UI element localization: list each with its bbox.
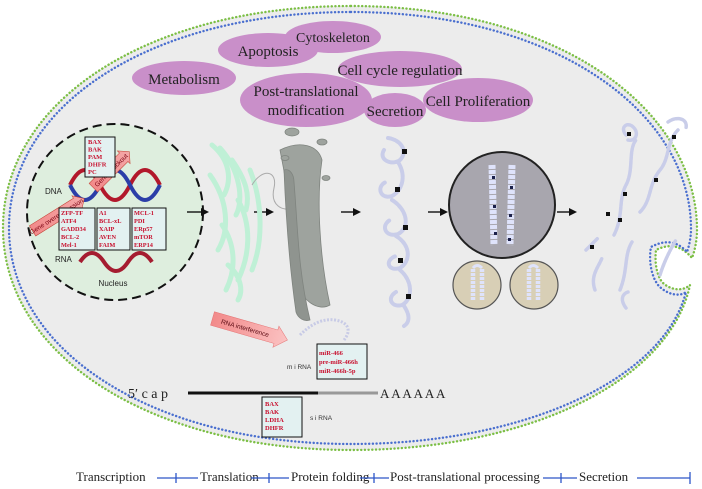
gene-box-left-item: Mel-1 <box>61 242 77 249</box>
arrow-head <box>353 208 361 216</box>
gene-box-top: BAX BAK PAM DHFR PC <box>84 136 116 178</box>
bubble-post-translational <box>240 73 372 127</box>
timeline-protein-folding: Protein folding <box>291 469 370 484</box>
bubble-post-translational-line2: modification <box>268 103 345 119</box>
daughter-cell-right <box>509 260 559 310</box>
daughter-cell-left <box>452 260 502 310</box>
arrow-head <box>266 208 274 216</box>
cell-cytoplasm <box>3 6 697 450</box>
process-timeline: Transcription Translation Protein foldin… <box>76 469 691 484</box>
mirna-box-item: miR-466 <box>319 350 344 357</box>
gene-box-left-item: ZFP-TF <box>61 210 83 217</box>
rna-label: RNA <box>55 255 73 264</box>
mirna-box-item: pre-miR-466h <box>319 359 358 366</box>
gene-box-top-item: DHFR <box>88 162 107 169</box>
sirna-box-item: LDHA <box>265 417 284 424</box>
gene-box-mid-item: FAIM <box>99 242 115 249</box>
timeline-post-translational: Post-translational processing <box>390 469 540 484</box>
endoplasmic-reticulum <box>207 142 263 303</box>
gene-box-left-item: ATF4 <box>61 218 77 225</box>
timeline-transcription: Transcription <box>76 469 146 484</box>
bubble-proliferation-label: Cell Proliferation <box>426 94 531 110</box>
chromatid <box>506 164 516 246</box>
mrna-5-cap: 5′ c a p <box>128 387 168 402</box>
gene-overexpression-arrow <box>29 195 85 237</box>
bubble-proliferation <box>423 78 533 122</box>
mrna-poly-a-tail: A A A A A A <box>380 386 446 401</box>
mirna-label: m i RNA <box>287 364 312 371</box>
arrow-head <box>201 208 209 216</box>
arrow-head <box>569 208 577 216</box>
rna-strand <box>78 251 154 273</box>
gene-box-mid-item: XAIP <box>99 226 115 233</box>
process-arrows <box>187 208 577 216</box>
dna-label: DNA <box>45 187 63 196</box>
mirna-box: miR-466 pre-miR-466h miR-466h-5p <box>316 343 368 380</box>
bubble-metabolism-label: Metabolism <box>148 72 220 88</box>
polypeptide-strand <box>251 172 295 210</box>
golgi-vesicle-chain <box>298 318 350 341</box>
mirna-box-item: miR-466h-5p <box>319 368 356 375</box>
gene-box-mid-item: AVEN <box>99 234 116 241</box>
bubble-secretion-label: Secretion <box>367 104 424 120</box>
gene-box-top-item: PAM <box>88 154 102 161</box>
gene-box-left-item: BCL-2 <box>61 234 79 241</box>
bubble-metabolism <box>132 61 236 95</box>
secreted-chain-markers <box>590 132 676 249</box>
gene-box-right-item: PDI <box>134 218 145 225</box>
gene-box-top-item: BAX <box>88 139 102 146</box>
gene-box-right-item: mTOR <box>134 234 153 241</box>
bubble-apoptosis-label: Apoptosis <box>238 44 299 60</box>
sirna-box-item: BAK <box>265 409 279 416</box>
gene-box-top-item: BAK <box>88 147 102 154</box>
sirna-label: s i RNA <box>310 415 333 422</box>
function-bubbles: Apoptosis Cytoskeleton Metabolism Cell c… <box>132 21 533 127</box>
gene-box-left: ZFP-TF ATF4 GADD34 BCL-2 Mel-1 <box>58 207 96 251</box>
folding-protein-chain <box>378 136 412 328</box>
bubble-secretion <box>364 93 426 127</box>
secreted-protein-chains <box>584 116 688 310</box>
gene-box-top-item: PC <box>88 169 97 176</box>
gene-box-right-item: MCL-1 <box>134 210 154 217</box>
bubble-cell-cycle <box>338 51 462 87</box>
gene-box-mid: A1 BCL-xL XAIP AVEN FAIM <box>96 207 131 251</box>
bubble-post-translational-line1: Post-translational <box>254 84 359 100</box>
gene-box-right-item: ERP14 <box>134 242 154 249</box>
sirna-box-item: DHFR <box>265 425 284 432</box>
rna-interference-arrow <box>210 311 288 348</box>
arrow-head <box>440 208 448 216</box>
gene-box-left-item: GADD34 <box>61 226 87 233</box>
timeline-secretion: Secretion <box>579 469 629 484</box>
gene-box-right: MCL-1 PDI ERp57 mTOR ERP14 <box>131 207 167 251</box>
mitotic-cell <box>448 151 556 259</box>
bubble-cytoskeleton <box>285 21 381 53</box>
gene-box-mid-item: BCL-xL <box>99 218 121 225</box>
bubble-cell-cycle-label: Cell cycle regulation <box>338 63 463 79</box>
folding-chain-markers <box>395 149 411 299</box>
gene-box-right-item: ERp57 <box>134 226 153 233</box>
nucleus-label: Nucleus <box>99 279 128 288</box>
cell-membrane-inner <box>7 10 693 446</box>
gene-box-mid-item: A1 <box>99 210 107 217</box>
golgi-apparatus <box>279 127 331 321</box>
timeline-translation: Translation <box>200 469 259 484</box>
bubble-cytoskeleton-label: Cytoskeleton <box>296 31 370 46</box>
sirna-box: BAX BAK LDHA DHFR <box>261 396 303 438</box>
cell-membrane-outer <box>1 4 699 452</box>
sirna-box-item: BAX <box>265 401 279 408</box>
